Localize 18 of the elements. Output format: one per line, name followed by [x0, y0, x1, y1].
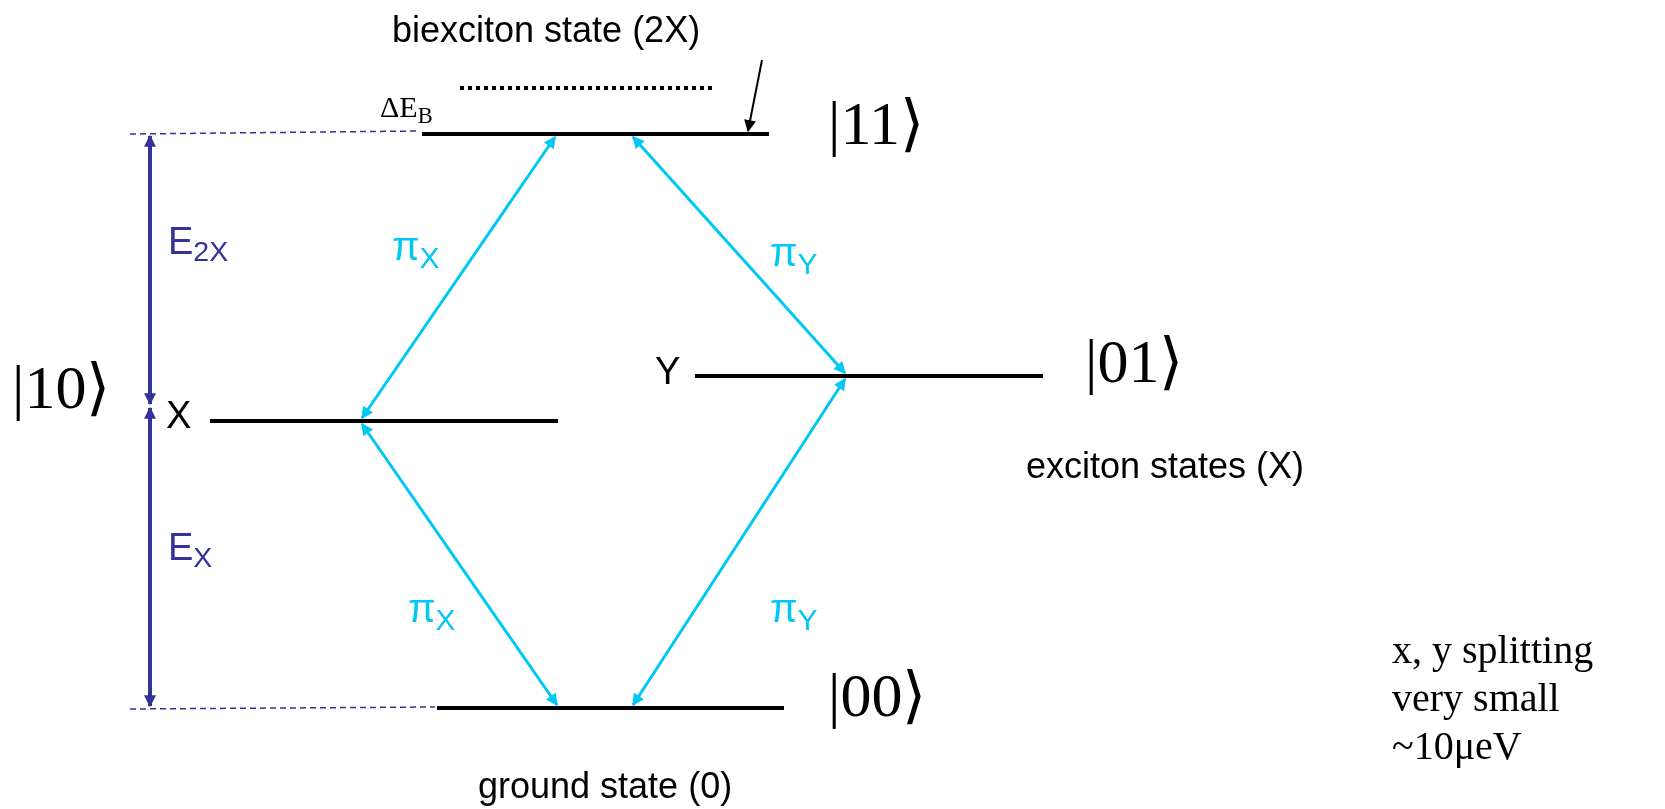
transition-arrow — [360, 423, 559, 706]
level-label: Y — [655, 352, 681, 390]
transition-arrow — [631, 136, 847, 374]
energy-label: E$_{X}$ — [168, 528, 213, 566]
edge-label: π$_{X}$ — [408, 588, 456, 628]
state-caption: biexciton state (2X) — [392, 12, 701, 48]
level-label: X — [166, 396, 192, 434]
state-caption: exciton states (X) — [1026, 448, 1305, 484]
edge-label: π$_{Y}$ — [770, 588, 818, 628]
state-caption: ground state (0) — [478, 768, 733, 804]
transition-arrow — [631, 378, 847, 706]
leader-arrow — [744, 59, 763, 133]
transition-arrow — [360, 136, 557, 419]
edge-label: π$_{Y}$ — [770, 232, 818, 272]
energy-label: E$_{2X}$ — [168, 222, 229, 260]
note-text: x, y splitting very small ~10μeV — [1392, 626, 1595, 770]
edge-label: π$_{X}$ — [392, 226, 440, 266]
energy-label: ΔE$_{B}$ — [380, 92, 433, 122]
